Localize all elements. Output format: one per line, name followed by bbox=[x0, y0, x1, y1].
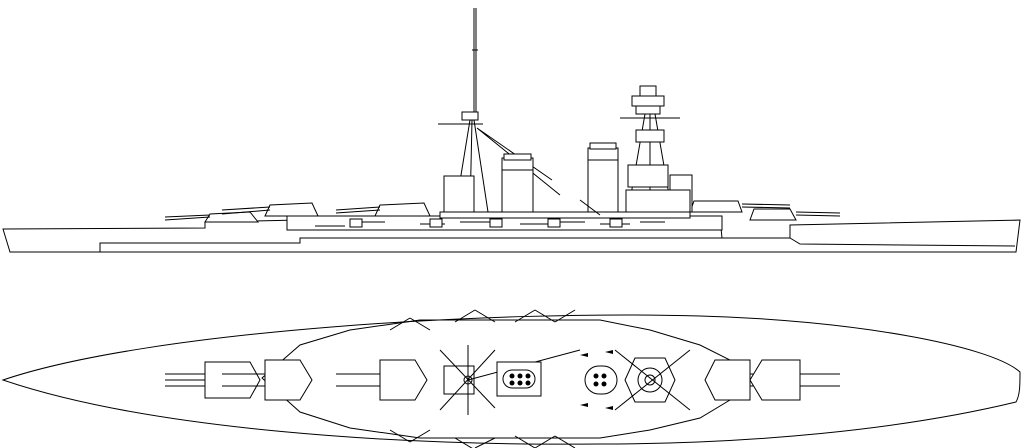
side-aft-tower bbox=[620, 85, 693, 213]
top-foremast bbox=[439, 345, 581, 415]
top-secondary-guns bbox=[389, 309, 576, 448]
top-plan-view bbox=[1, 309, 1021, 448]
side-turret-x bbox=[689, 200, 791, 213]
top-turret-a bbox=[165, 361, 261, 399]
side-turret-b bbox=[221, 202, 319, 217]
top-funnel-fore bbox=[496, 361, 542, 397]
side-secondary-guns bbox=[315, 218, 665, 228]
side-foremast bbox=[438, 8, 561, 213]
side-profile-view bbox=[2, 8, 1021, 253]
side-turret-y bbox=[749, 208, 841, 221]
side-funnel-fore bbox=[501, 153, 534, 213]
side-turret-a bbox=[164, 211, 260, 223]
top-turret-y bbox=[749, 359, 840, 401]
top-funnel-aft bbox=[584, 365, 618, 395]
top-aft-tower bbox=[580, 349, 691, 411]
top-turret-b bbox=[222, 359, 313, 401]
side-funnel-aft bbox=[579, 142, 619, 216]
side-turret-q bbox=[335, 202, 431, 217]
top-turret-q bbox=[336, 359, 428, 401]
side-boot-topping bbox=[99, 237, 722, 252]
